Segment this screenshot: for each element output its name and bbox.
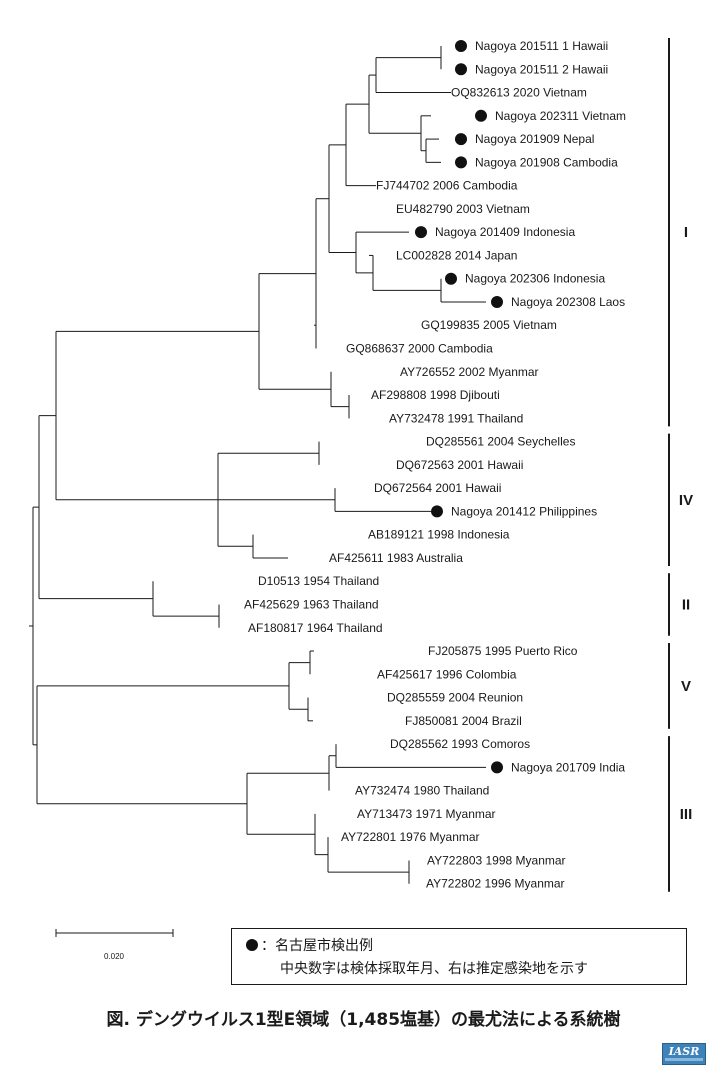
- tip-label: Nagoya 201709 India: [511, 760, 625, 774]
- tip-label: EU482790 2003 Vietnam: [396, 202, 530, 216]
- nagoya-isolate-marker-icon: [491, 295, 503, 308]
- nagoya-isolate-marker-icon: [415, 226, 427, 239]
- figure-caption: 図. デングウイルス1型E領域（1,485塩基）の最尤法による系統樹: [106, 1010, 621, 1030]
- tip-label: Nagoya 201511 2 Hawaii: [475, 62, 608, 76]
- nagoya-isolate-marker-icon: [455, 63, 467, 76]
- legend-marker-text: ：名古屋市検出例: [261, 938, 373, 954]
- legend-box: ：名古屋市検出例 中央数字は検体採取年月、右は推定感染地を示す: [231, 928, 687, 985]
- tip-label: AY722801 1976 Myanmar: [341, 830, 480, 844]
- iasr-logo: IASR: [662, 1043, 706, 1065]
- nagoya-isolate-marker-icon: [475, 109, 487, 122]
- clade-label: IV: [679, 492, 693, 509]
- tip-label: AF425611 1983 Australia: [329, 551, 463, 565]
- tip-label: DQ672563 2001 Hawaii: [396, 458, 523, 472]
- tip-label: AF425617 1996 Colombia: [377, 667, 517, 681]
- nagoya-isolate-marker-icon: [455, 40, 467, 52]
- tip-label: Nagoya 201409 Indonesia: [435, 225, 575, 239]
- tip-label: AY722803 1998 Myanmar: [427, 853, 566, 867]
- nagoya-isolate-marker-icon: [431, 505, 443, 518]
- tip-label: Nagoya 202306 Indonesia: [465, 272, 605, 286]
- clade-label: II: [682, 596, 690, 613]
- tree-branches: [29, 46, 486, 884]
- legend-marker-line: ：名古屋市検出例: [246, 935, 373, 955]
- tip-label: GQ199835 2005 Vietnam: [421, 318, 557, 332]
- legend-note: 中央数字は検体採取年月、右は推定感染地を示す: [280, 961, 588, 977]
- tip-label: FJ850081 2004 Brazil: [405, 714, 522, 728]
- tip-label: AF180817 1964 Thailand: [248, 621, 383, 635]
- tip-label: D10513 1954 Thailand: [258, 574, 379, 588]
- tip-label: AF425629 1963 Thailand: [244, 597, 379, 611]
- tip-label: DQ285562 1993 Comoros: [390, 737, 530, 751]
- tip-label: Nagoya 201412 Philippines: [451, 504, 597, 518]
- tip-label: AY732478 1991 Thailand: [389, 411, 523, 425]
- clade-label: V: [681, 678, 691, 695]
- tip-label: AB189121 1998 Indonesia: [368, 528, 510, 542]
- tip-label: AY722802 1996 Myanmar: [426, 877, 565, 891]
- tip-label: AY732474 1980 Thailand: [355, 784, 489, 798]
- tip-label: GQ868637 2000 Cambodia: [346, 342, 493, 356]
- tip-label: LC002828 2014 Japan: [396, 248, 517, 262]
- tip-label: DQ285559 2004 Reunion: [387, 691, 523, 705]
- tip-label: FJ744702 2006 Cambodia: [376, 179, 518, 193]
- scale-bar-label: 0.020: [104, 952, 125, 961]
- tip-label: AY726552 2002 Myanmar: [400, 365, 539, 379]
- tip-label: AF298808 1998 Djibouti: [371, 388, 500, 402]
- tip-label: Nagoya 201909 Nepal: [475, 132, 594, 146]
- tip-label: Nagoya 201908 Cambodia: [475, 155, 618, 169]
- tip-label: Nagoya 202311 Vietnam: [495, 109, 626, 123]
- tip-label: Nagoya 201511 1 Hawaii: [475, 39, 608, 53]
- nagoya-isolate-marker-icon: [455, 133, 467, 146]
- tip-label: DQ672564 2001 Hawaii: [374, 481, 501, 495]
- clade-label: III: [680, 806, 693, 823]
- tip-label: AY713473 1971 Myanmar: [357, 807, 496, 821]
- clade-label: I: [684, 224, 688, 241]
- nagoya-isolate-marker-icon: [455, 156, 467, 169]
- tip-label: FJ205875 1995 Puerto Rico: [428, 644, 578, 658]
- tip-label: OQ832613 2020 Vietnam: [451, 86, 587, 100]
- iasr-logo-text: IASR: [668, 1045, 700, 1058]
- nagoya-isolate-marker-icon: [491, 761, 503, 774]
- filled-circle-icon: [246, 939, 258, 951]
- tip-label: Nagoya 202308 Laos: [511, 295, 625, 309]
- tip-label: DQ285561 2004 Seychelles: [426, 435, 575, 449]
- nagoya-isolate-marker-icon: [445, 272, 457, 285]
- scale-bar: 0.020: [55, 929, 174, 961]
- tree-markers: [415, 40, 503, 774]
